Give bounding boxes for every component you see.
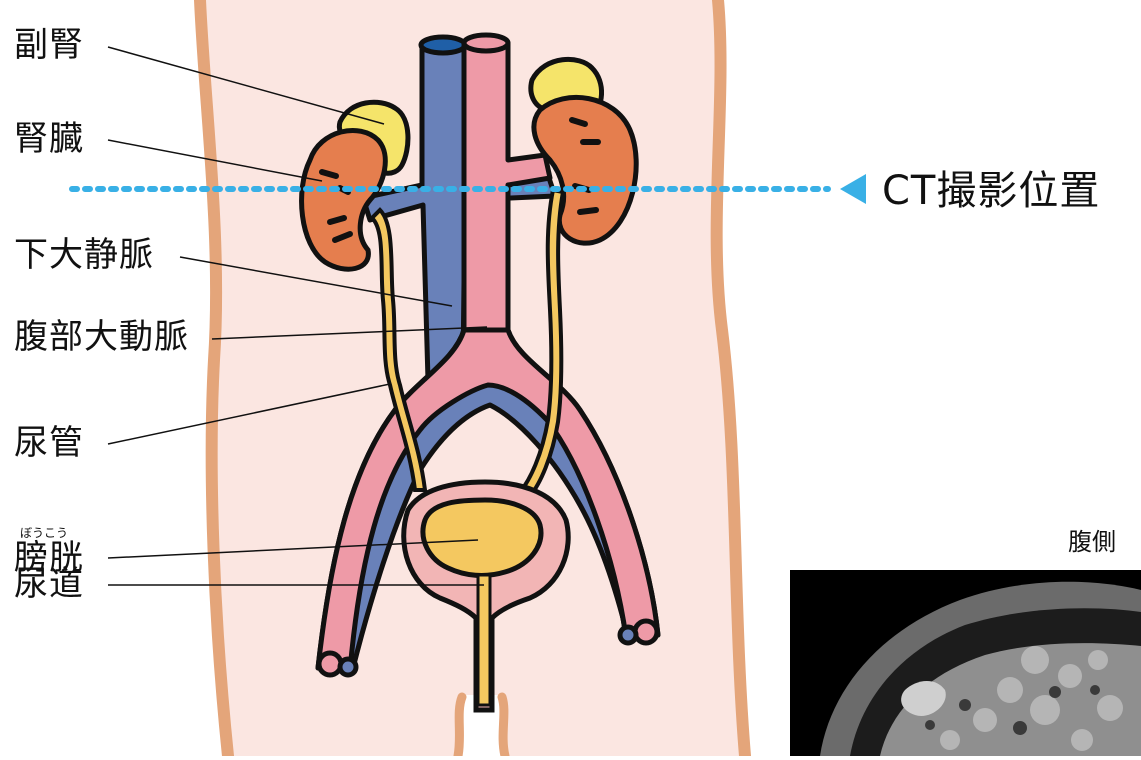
ct-position-label: CT撮影位置 — [882, 171, 1100, 211]
ventral-side-label: 腹側 — [1068, 530, 1116, 554]
ct-scan-image — [790, 570, 1141, 756]
label-adrenal: 副腎 — [14, 28, 84, 62]
label-kidney: 腎臓 — [14, 122, 84, 156]
label-urethra: 尿道 — [14, 567, 84, 601]
label-ivc: 下大静脈 — [14, 238, 154, 272]
label-aorta: 腹部大動脈 — [14, 320, 189, 354]
label-ureter: 尿管 — [14, 426, 84, 460]
triangle-pointer-icon — [840, 174, 866, 204]
